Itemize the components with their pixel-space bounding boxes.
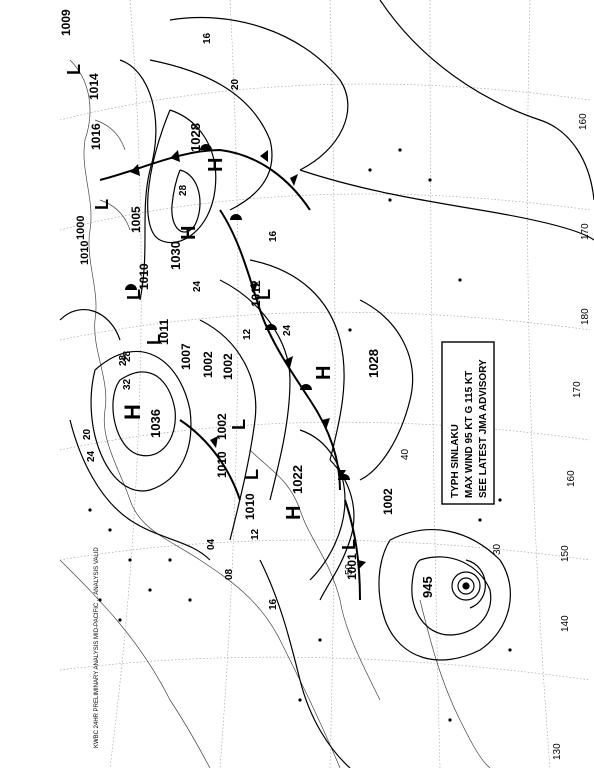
pressure-1010: 1010: [137, 263, 151, 290]
pressure-1001: 1001: [345, 553, 359, 580]
corner-pressure: 1009: [59, 9, 73, 36]
high-letter: H: [120, 404, 145, 420]
longitude-label: 140: [560, 615, 571, 632]
pressure-1014: 1014: [87, 73, 101, 100]
low-letter: L: [229, 419, 249, 430]
pressure-1002: 1002: [221, 353, 235, 380]
isobar-label: 20: [82, 428, 93, 440]
front-semicircles: [125, 144, 350, 480]
pressure-1007: 1007: [179, 343, 193, 370]
isobar-label: 24: [86, 450, 97, 462]
isobar-label: 28: [122, 350, 133, 362]
advisory-line-2: MAX WIND 95 KT G 115 KT: [464, 371, 475, 498]
low-letter: L: [254, 289, 274, 300]
high-letter: H: [205, 158, 227, 172]
low-letter: L: [124, 289, 144, 300]
isobar-label: 16: [268, 598, 279, 610]
pressure-1002: 1002: [215, 413, 229, 440]
longitude-label: 130: [552, 743, 563, 760]
high-letter: H: [178, 226, 200, 240]
pressure-1005: 1005: [129, 206, 143, 233]
pressure-1010: 1010: [215, 451, 229, 478]
isobar-label: 28: [178, 184, 189, 196]
high-letter: H: [313, 366, 335, 380]
isobars: [59, 0, 594, 768]
longitude-label: 170: [580, 223, 591, 240]
pressure-1036: 1036: [148, 409, 163, 438]
pressure-1002: 1002: [201, 351, 215, 378]
isobar-label: 32: [122, 378, 133, 390]
longitude-label: 160: [578, 113, 589, 130]
pressure-1030: 1030: [168, 241, 183, 270]
pressure-1016: 1016: [89, 123, 103, 150]
isobar-label: 08: [224, 568, 235, 580]
latitude-label: 50: [344, 563, 355, 575]
isobar-label: 20: [230, 78, 241, 90]
advisory-line-1: TYPH SINLAKU: [450, 424, 461, 498]
isobar-label: 24: [282, 324, 293, 336]
low-letter: L: [92, 199, 112, 210]
pressure-1010: 1010: [79, 241, 91, 265]
isobar-label: 16: [202, 32, 213, 44]
coastlines: [59, 59, 491, 768]
typhoon-advisory-box: TYPH SINLAKU MAX WIND 95 KT G 115 KT SEE…: [441, 341, 495, 505]
front-triangles: [130, 150, 366, 570]
typhoon-symbol: [451, 559, 486, 609]
isobar-label: 12: [242, 328, 253, 340]
pressure-1010: 1010: [243, 493, 257, 520]
latitude-label: 40: [400, 448, 411, 460]
grid-labels: 160 170 180 170 160 150 140 130 50 40 30: [344, 113, 591, 760]
latitude-label: 30: [492, 543, 503, 555]
isobar-label: 24: [192, 280, 203, 292]
pressure-1028: 1028: [188, 123, 203, 152]
longitude-label: 170: [572, 381, 583, 398]
longitude-label: 160: [566, 470, 577, 487]
pressure-values: 1036 1030 1028 1028 1022 1016 1014 1012 …: [59, 9, 435, 598]
chart-header: KWBC 24HR PRELIMINARY ANALYSIS MID-PACIF…: [94, 547, 100, 748]
low-letter: L: [64, 64, 84, 75]
longitude-label: 150: [560, 545, 571, 562]
pressure-1022: 1022: [290, 465, 305, 494]
pressure-1028: 1028: [366, 349, 381, 378]
pressure-1002: 1002: [381, 488, 395, 515]
typhoon-pressure: 945: [420, 576, 435, 598]
pressure-1012: 1012: [249, 280, 263, 307]
high-letter: H: [283, 506, 305, 520]
low-letter: L: [144, 334, 164, 345]
isobar-label: 16: [268, 230, 279, 242]
pressure-1011: 1011: [157, 319, 171, 345]
system-letters: H H H H H L L L L L L L L: [64, 64, 359, 550]
low-letter: L: [242, 469, 262, 480]
header-text: KWBC 24HR PRELIMINARY ANALYSIS MID-PACIF…: [94, 547, 100, 748]
isobar-label: 04: [206, 538, 217, 550]
longitude-label: 180: [580, 308, 591, 325]
pressure-1000: 1000: [75, 216, 87, 240]
isobar-label: 12: [250, 528, 261, 540]
graticule: [59, 0, 591, 768]
isobar-label: 28: [118, 354, 129, 366]
low-letter: L: [339, 539, 359, 550]
isobar-labels: 16 20 24 28 32 12 08 04 16 20 24 28 12 1…: [82, 32, 293, 610]
advisory-line-3: SEE LATEST JMA ADVISORY: [478, 359, 489, 498]
station-plots: [88, 148, 512, 722]
